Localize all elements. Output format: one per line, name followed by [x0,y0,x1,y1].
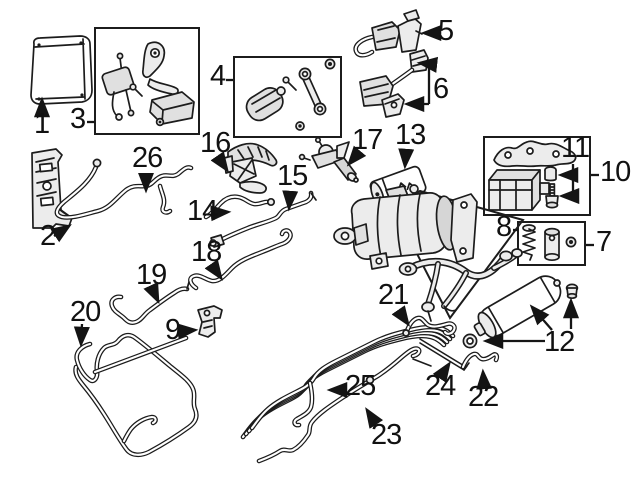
pipe-21-drawing [402,315,457,337]
callout-leaders [33,24,599,429]
height-sensor-kit-drawing [101,41,195,127]
part-label-24[interactable]: 24 [425,370,456,402]
group-box-4 [233,56,342,138]
valve-block-bracket-drawing [488,140,577,211]
pipe-15-drawing [209,190,317,248]
cap-item-11-drawing [544,166,557,182]
nut-item-drawing [565,236,577,248]
reservoir-cap-drawing [565,283,579,300]
clamp-bracket-16-drawing [223,142,278,194]
part-label-25[interactable]: 25 [345,370,376,402]
pipe-23-drawing [256,346,422,464]
group-box-10 [483,136,591,216]
group-box-3 [94,27,200,135]
part-label-20[interactable]: 20 [70,296,101,328]
part-label-23[interactable]: 23 [371,419,402,451]
part-label-19[interactable]: 19 [136,259,167,291]
sensor-link-drawing [245,58,336,131]
spring-item-8-drawing [522,224,536,261]
pipe-18-drawing [188,228,293,291]
pipe-19-drawing [109,281,190,325]
pipe-24-drawing [412,338,470,371]
cylinder-item-drawing [544,227,560,262]
stud-item-11-drawing [545,183,559,209]
valve-17-drawing [298,136,359,183]
compressor-assembly-group [333,184,525,322]
part-label-6[interactable]: 6 [433,73,449,105]
sensor-harness-drawing [353,9,423,58]
part-label-10[interactable]: 10 [600,156,631,188]
group-box-7 [517,221,586,266]
part-label-8[interactable]: 8 [496,211,512,243]
tube-bundle-drawing [243,327,453,437]
part-label-1[interactable]: 1 [34,108,50,140]
part-label-22[interactable]: 22 [468,381,499,413]
part-label-9[interactable]: 9 [165,314,181,346]
harness-tube-26-drawing [54,158,194,220]
part-label-11[interactable]: 11 [561,132,590,164]
control-module-drawing [30,35,93,105]
compressor-drawing [333,184,478,270]
part-label-7[interactable]: 7 [596,226,612,258]
part-label-14[interactable]: 14 [187,195,218,227]
pipe-22-drawing [460,351,500,370]
part-label-26[interactable]: 26 [132,142,163,174]
subframe-bracket-drawing [398,248,523,322]
small-bracket-9-drawing [197,305,223,338]
part-label-21[interactable]: 21 [378,279,409,311]
loop-pipe-20-drawing [73,332,199,458]
part-label-3[interactable]: 3 [70,103,86,135]
part-label-13[interactable]: 13 [395,119,426,151]
part-label-2[interactable]: 2 [40,220,56,252]
part-label-4[interactable]: 4 [210,60,226,92]
part-label-12[interactable]: 12 [544,326,575,358]
reservoir-grommet-drawing [462,333,478,349]
part-label-16[interactable]: 16 [200,127,231,159]
part-label-18[interactable]: 18 [191,236,222,268]
part-label-5[interactable]: 5 [438,15,454,47]
part-label-17[interactable]: 17 [352,124,383,156]
part-label-15[interactable]: 15 [277,160,308,192]
cable-and-bracket-drawing [359,49,429,118]
reservoir-12-drawing [462,275,579,349]
